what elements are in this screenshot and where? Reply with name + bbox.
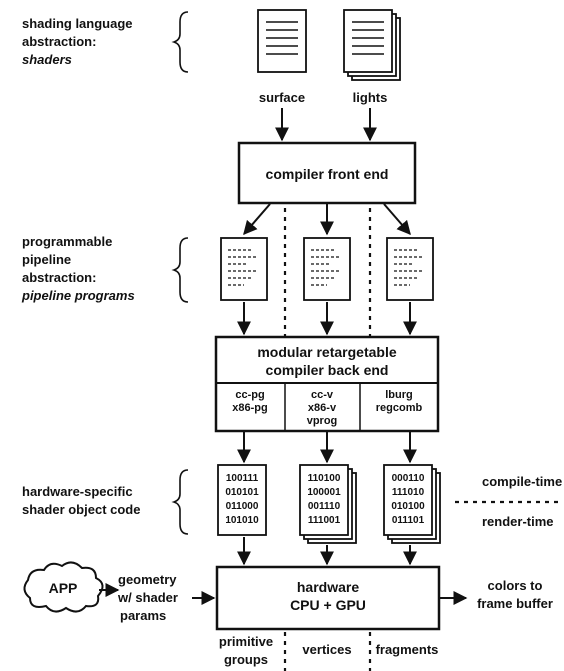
lights-shader-document-stack-icon [343, 9, 401, 81]
fragments-label: fragments [376, 642, 439, 657]
object-code-3-stack-icon: 000110 111010 010100 011101 [383, 464, 441, 544]
primitive-groups-label-2: groups [224, 652, 268, 667]
arrow-front-end-to-program-3 [383, 203, 411, 236]
surface-shader-document-icon [257, 9, 307, 73]
output-label-2: frame buffer [477, 596, 553, 611]
hardware-box [215, 565, 441, 631]
geometry-label-3: params [120, 608, 166, 623]
back-end-module: lburg [385, 389, 413, 401]
back-end-module: x86-v [308, 402, 337, 414]
object-code-line: 111001 [308, 515, 341, 526]
object-code-line: 110100 [308, 473, 341, 484]
primitive-groups-label-1: primitive [219, 634, 273, 649]
app-cloud-icon [23, 561, 104, 613]
pipeline-programs-label: pipeline programs [21, 288, 135, 303]
brace-object-code [171, 469, 189, 535]
surface-label: surface [259, 90, 305, 105]
object-code-line: 010100 [391, 501, 425, 512]
object-code-line: 111010 [392, 487, 425, 498]
hardware-label-2: CPU + GPU [290, 597, 366, 613]
compile-time-label: compile-time [482, 474, 562, 489]
hardware-specific-label-1: hardware-specific [22, 484, 133, 499]
vertices-label: vertices [302, 642, 351, 657]
compiler-front-end-box [237, 141, 417, 205]
object-code-1-icon: 100111 010101 011000 101010 [217, 464, 267, 536]
back-end-title-1: modular retargetable [257, 344, 396, 360]
hardware-specific-label-2: shader object code [22, 502, 140, 517]
back-end-title-2: compiler back end [266, 362, 389, 378]
object-code-line: 100001 [307, 487, 341, 498]
brace-pipeline [171, 237, 189, 303]
object-code-line: 001110 [308, 501, 341, 512]
object-code-line: 011000 [226, 501, 259, 512]
back-end-module: cc-v [311, 389, 334, 401]
back-end-module: cc-pg [235, 389, 264, 401]
back-end-module: x86-pg [232, 402, 267, 414]
object-code-2-stack-icon: 110100 100001 001110 111001 [299, 464, 357, 544]
back-end-module: regcomb [376, 402, 423, 414]
render-time-label: render-time [482, 514, 554, 529]
geometry-label-1: geometry [118, 572, 177, 587]
object-code-line: 000110 [392, 473, 425, 484]
object-code-line: 101010 [225, 515, 259, 526]
arrow-front-end-to-program-1 [243, 203, 271, 236]
compiler-front-end-label: compiler front end [266, 166, 389, 182]
lights-label: lights [353, 90, 388, 105]
programmable-label-3: abstraction: [22, 270, 96, 285]
app-label: APP [49, 580, 78, 596]
geometry-label-2: w/ shader [117, 590, 178, 605]
back-end-module: vprog [307, 415, 338, 427]
object-code-line: 100111 [226, 473, 259, 484]
shading-language-label-2: abstraction: [22, 34, 96, 49]
shaders-label: shaders [22, 52, 72, 67]
shading-language-label-1: shading language [22, 16, 133, 31]
pipeline-program-3-icon [386, 237, 434, 301]
object-code-line: 011101 [392, 515, 425, 526]
pipeline-program-2-icon [303, 237, 351, 301]
output-label-1: colors to [488, 578, 543, 593]
pipeline-program-1-icon [220, 237, 268, 301]
object-code-line: 010101 [225, 487, 259, 498]
brace-shaders [171, 11, 189, 73]
programmable-label-1: programmable [22, 234, 112, 249]
programmable-label-2: pipeline [22, 252, 71, 267]
hardware-label-1: hardware [297, 579, 359, 595]
